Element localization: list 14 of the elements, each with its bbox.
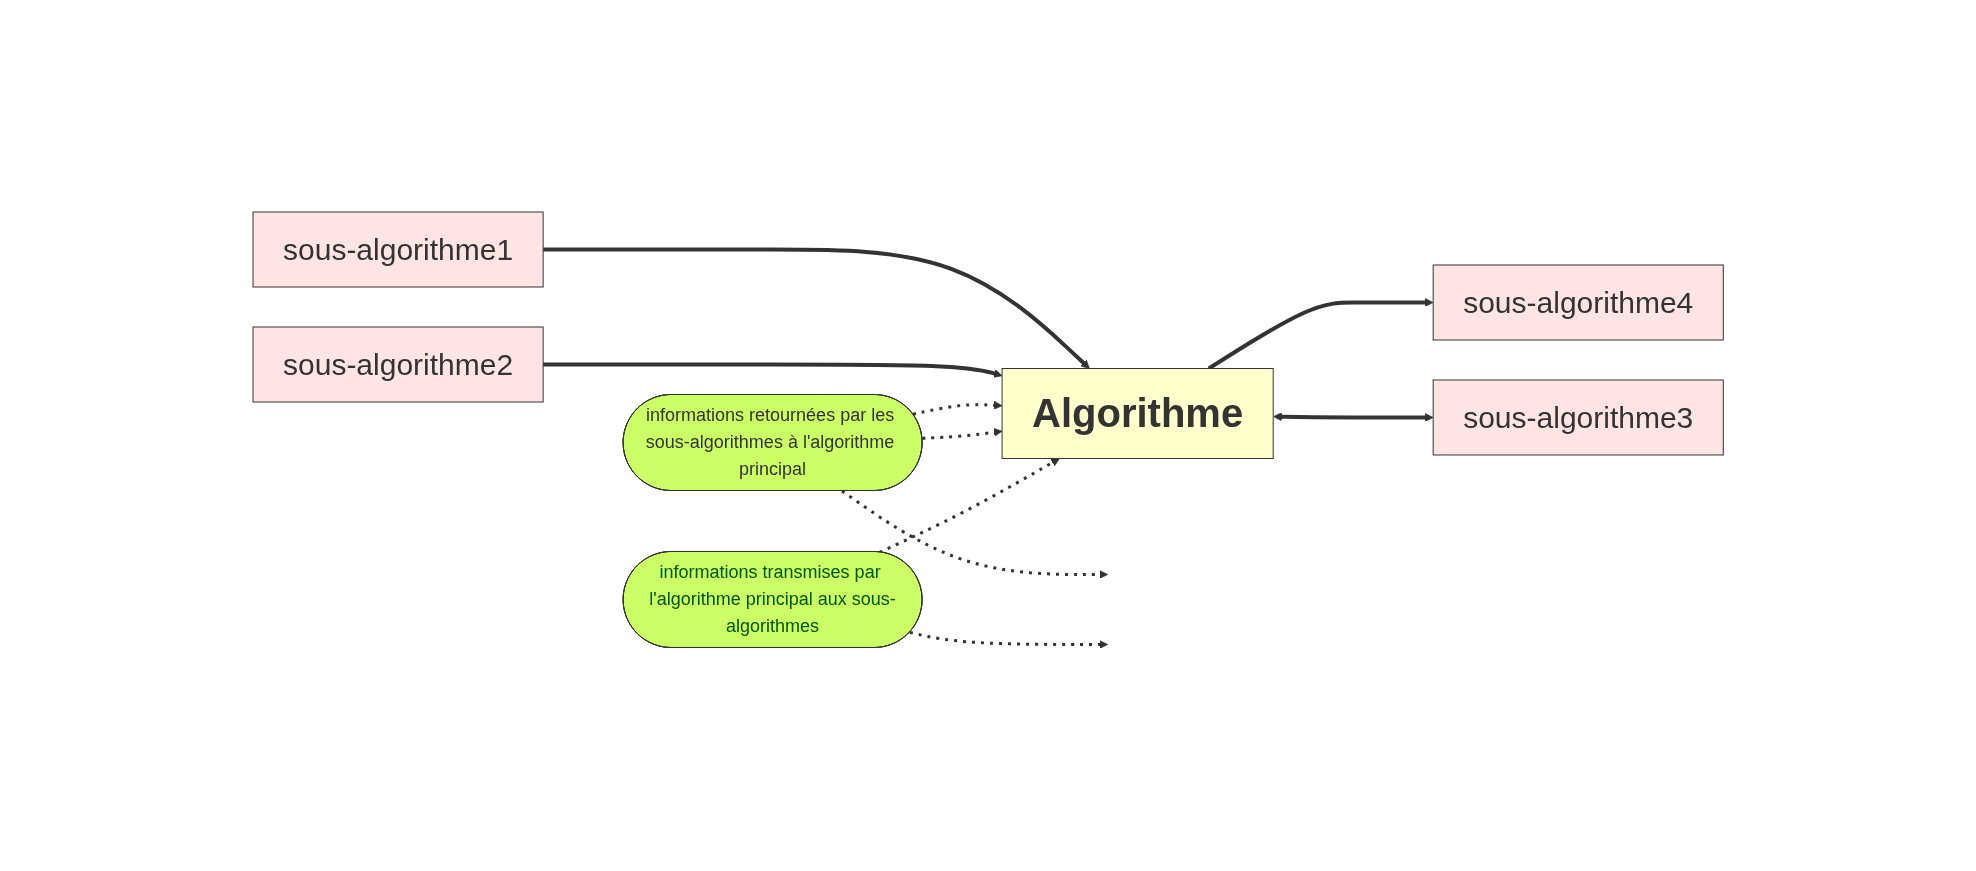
arrow — [922, 427, 1003, 440]
arrow — [909, 630, 1108, 649]
node-box: Algorithme — [1001, 367, 1274, 459]
node-box: sous-algorithme3 — [1432, 379, 1724, 456]
arrow — [878, 457, 1060, 554]
node-box: sous-algorithme4 — [1432, 264, 1724, 341]
arrow — [1207, 297, 1434, 370]
node-box: sous-algorithme2 — [252, 326, 544, 403]
arrow — [543, 362, 1003, 378]
arrow — [841, 489, 1108, 579]
arrow — [912, 400, 1003, 416]
arrow — [543, 247, 1090, 369]
node-box: sous-algorithme1 — [252, 211, 544, 288]
arrow — [1273, 412, 1434, 422]
